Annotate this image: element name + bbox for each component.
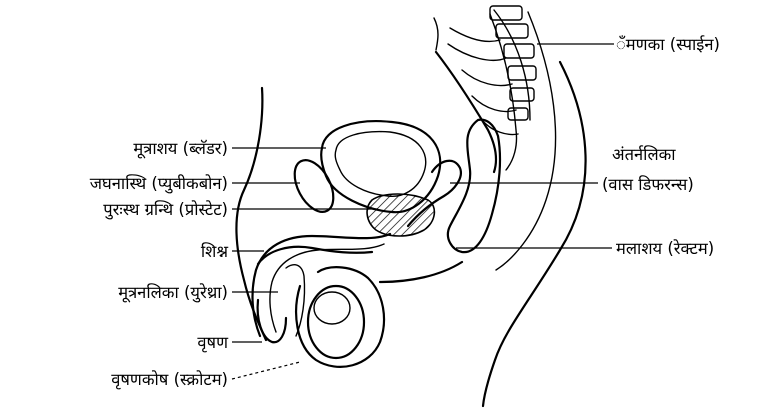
perineum (380, 262, 462, 282)
label-bladder: मूत्राशय (ब्लॅडर) (133, 139, 228, 159)
label-vas-deferens-line1: अंतर्नलिका (612, 145, 676, 164)
back-inner-outline (496, 12, 556, 270)
penis-tip (258, 300, 286, 342)
label-pubic-bone: जघनास्थि (प्युबीकबोन) (90, 174, 228, 194)
front-body-outline (236, 88, 266, 340)
testis (308, 286, 364, 358)
label-prostate: पुरःस्थ ग्रन्थि (प्रोस्टेट) (103, 200, 228, 220)
label-penis: शिश्न (201, 242, 228, 261)
label-spine: ँमणका (स्पाईन) (616, 35, 720, 54)
label-vas-deferens-line2: (वास डिफरन्स) (602, 175, 694, 194)
spine-vertebrae (434, 6, 536, 172)
penis-body (286, 265, 305, 336)
label-testis: वृषण (197, 333, 229, 353)
leader-scrotum (232, 362, 300, 379)
anatomy-drawing (236, 6, 585, 406)
label-scrotum: वृषणकोष (स्क्रोटम) (111, 370, 228, 390)
testis-inner (314, 292, 350, 324)
back-body-outline (483, 62, 586, 406)
bladder-inner (335, 132, 425, 197)
prostate (367, 194, 434, 236)
label-urethra: मूत्रनलिका (युरेथ्रा) (118, 283, 228, 303)
label-rectum: मलाशय (रेक्टम) (616, 239, 714, 258)
